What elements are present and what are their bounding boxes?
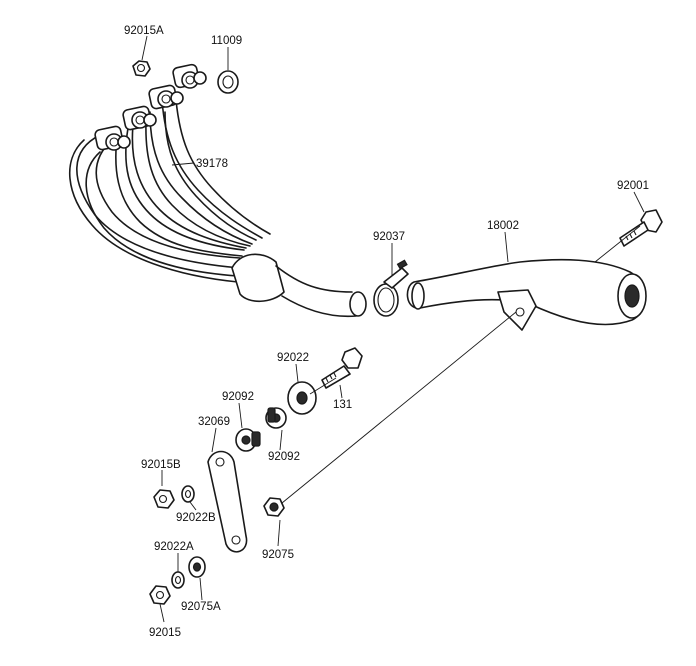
- label-92037: 92037: [373, 231, 405, 243]
- label-92015a-top: 92015A: [124, 25, 164, 37]
- label-18002: 18002: [487, 220, 519, 232]
- header-flanges: [94, 63, 207, 151]
- damper-92022: [287, 381, 317, 415]
- washer-92022a: [171, 571, 185, 589]
- label-92022: 92022: [277, 352, 309, 364]
- label-92022a: 92022A: [154, 541, 194, 553]
- label-92022b: 92022B: [176, 512, 216, 524]
- exhaust-header-pipes: [68, 63, 367, 318]
- part-labels: 92015A 11009 39178 92037 18002 92001 920…: [124, 25, 649, 639]
- label-92015: 92015: [149, 627, 181, 639]
- nut-92015: [149, 585, 171, 605]
- label-32069: 32069: [198, 416, 230, 428]
- nut-92015a-top: [132, 60, 151, 77]
- muffler-18002: [406, 258, 647, 331]
- label-92092-a: 92092: [222, 391, 254, 403]
- label-131: 131: [333, 399, 352, 411]
- collar-92075a: [188, 556, 206, 578]
- leader-lines: [141, 35, 645, 623]
- clamp-92037: [373, 259, 409, 317]
- nut-92015b: [153, 489, 175, 509]
- label-92075a: 92075A: [181, 601, 221, 613]
- label-92092-b: 92092: [268, 451, 300, 463]
- gasket-11009: [217, 70, 239, 94]
- label-92001: 92001: [617, 180, 649, 192]
- bolt-92001: [619, 209, 663, 247]
- collar-92092-a: [235, 428, 261, 452]
- label-11009: 11009: [211, 35, 242, 47]
- washer-92022b: [181, 485, 195, 503]
- bracket-32069: [207, 450, 248, 553]
- assembly-lines: [281, 225, 641, 504]
- collar-92092-b: [265, 407, 287, 429]
- collar-92075: [263, 497, 285, 517]
- label-92015b: 92015B: [141, 459, 181, 471]
- label-92075: 92075: [262, 549, 294, 561]
- bolt-131: [321, 347, 363, 389]
- label-39178: 39178: [196, 158, 228, 170]
